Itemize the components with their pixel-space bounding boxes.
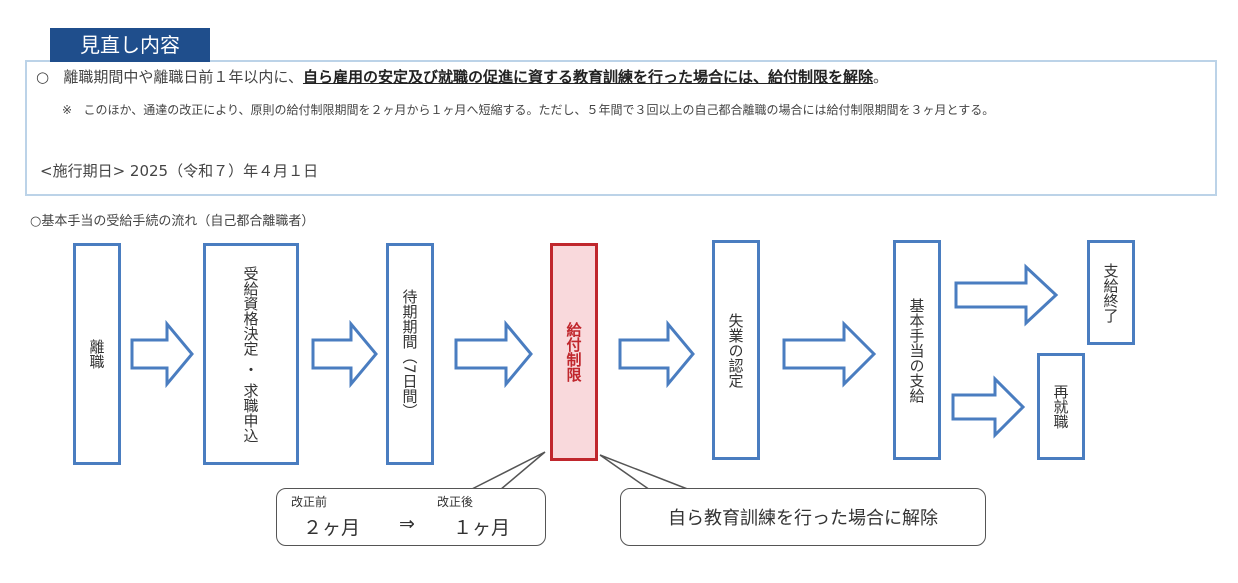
flow-title: ○基本手当の受給手続の流れ（自己都合離職者）	[30, 214, 315, 229]
step-eligibility-a: 受給資格決定	[241, 265, 260, 356]
line-end: 。	[872, 68, 888, 86]
step-benefit-restriction: 給付制限	[550, 243, 598, 461]
section-tab: 見直し内容	[50, 28, 210, 62]
note: ※ このほか、通達の改正により、原則の給付制限期間を２ヶ月から１ヶ月へ短縮する。…	[62, 96, 1192, 125]
step-reemployment: 再就職	[1037, 353, 1085, 460]
step-basic-allowance: 基本手当の支給	[893, 240, 941, 460]
callout-release: 自ら教育訓練を行った場合に解除	[620, 488, 986, 546]
line-bold: 自ら雇用の安定及び就職の促進に資する教育訓練を行った場合には、給付制限を解除	[302, 68, 873, 86]
step-end-payment: 支給終了	[1087, 240, 1135, 345]
note-text: このほか、通達の改正により、原則の給付制限期間を２ヶ月から１ヶ月へ短縮する。ただ…	[83, 103, 995, 117]
step-eligibility-c: 求職申込	[241, 382, 260, 443]
arrow-icon	[311, 319, 378, 389]
line-plain: 離職期間中や離職日前１年以内に、	[63, 68, 303, 86]
after-label: 改正後	[437, 495, 474, 509]
step-unemployment-certification: 失業の認定	[712, 240, 760, 460]
note-mark: ※	[62, 103, 73, 117]
arrow-icon	[618, 319, 695, 389]
step-resignation: 離職	[73, 243, 121, 465]
step-waiting: 待期期間（7日間）	[386, 243, 434, 465]
step-eligibility-b: ・	[241, 361, 260, 377]
arrow-icon	[130, 319, 194, 389]
arrow-icon	[954, 263, 1059, 327]
after-value: １ヶ月	[453, 517, 511, 539]
callout-pointer	[599, 454, 691, 491]
callout-period-change: 改正前 改正後 ２ヶ月 ⇒ １ヶ月	[276, 488, 546, 546]
summary-box	[25, 60, 1217, 196]
arrow-icon	[454, 319, 533, 389]
before-label: 改正前	[291, 495, 328, 509]
bullet: ○	[36, 68, 50, 86]
change-arrow: ⇒	[399, 513, 415, 535]
arrow-icon	[782, 320, 877, 388]
callout-pointer	[469, 451, 546, 491]
arrow-icon	[951, 375, 1026, 439]
summary-line: ○ 離職期間中や離職日前１年以内に、自ら雇用の安定及び就職の促進に資する教育訓練…	[36, 66, 888, 87]
before-value: ２ヶ月	[303, 517, 361, 539]
effective-date: <施行期日> 2025（令和７）年４月１日	[40, 162, 319, 180]
step-eligibility: 受給資格決定 ・ 求職申込	[203, 243, 299, 465]
